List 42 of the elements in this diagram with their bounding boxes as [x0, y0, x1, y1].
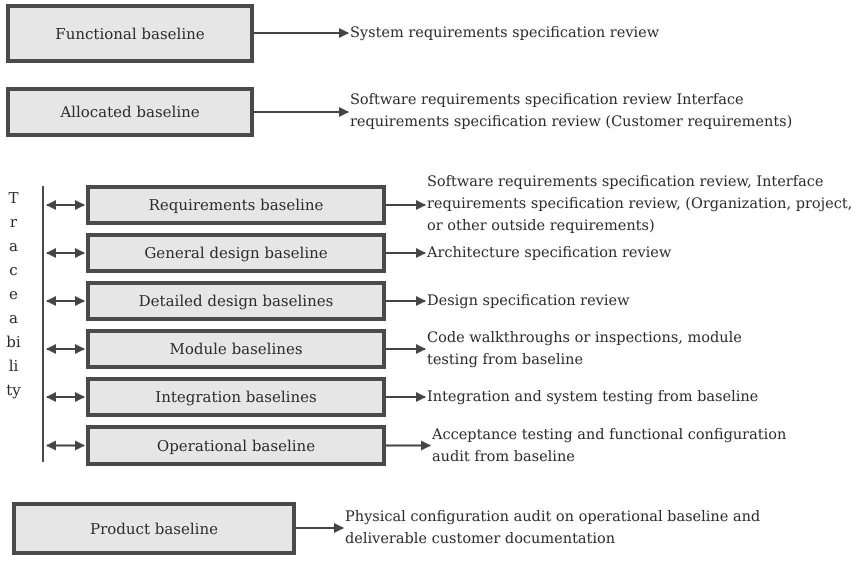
- arrow: [386, 296, 426, 306]
- arrow: [46, 440, 85, 450]
- vertical-label: Traceability: [6, 188, 21, 401]
- review-note: Acceptance testing and functional configuration audit from baseline: [432, 424, 812, 468]
- review-note: Integration and system testing from baseline: [427, 386, 865, 408]
- box-label: Operational baseline: [156, 436, 316, 454]
- baseline-box: [86, 329, 386, 369]
- box-label: Allocated baseline: [60, 103, 200, 121]
- review-note: Code walkthroughs or inspections, module testing from baseline: [427, 327, 767, 371]
- box-label: Requirements baseline: [148, 196, 324, 214]
- review-note: Software requirements specification review Interface requirements specification review (Customer requirements): [350, 78, 810, 144]
- box-label: General design baseline: [144, 244, 328, 262]
- review-note: Design specification review: [427, 290, 857, 312]
- arrow: [296, 523, 344, 533]
- arrow: [46, 296, 85, 306]
- baseline-box: [86, 377, 386, 417]
- box-label: Module baselines: [169, 340, 303, 358]
- arrow: [46, 248, 85, 258]
- baseline-box: [6, 87, 254, 137]
- arrow: [46, 200, 85, 210]
- baseline-box: [86, 281, 386, 321]
- baseline-box: [6, 4, 254, 63]
- review-note: Physical configuration audit on operational baseline and deliverable customer documentation: [345, 506, 845, 550]
- baseline-box: [86, 185, 386, 225]
- arrow: [386, 392, 426, 402]
- arrow: [46, 392, 85, 402]
- arrow: [46, 344, 85, 354]
- arrow: [254, 107, 349, 117]
- baseline-box: [86, 233, 386, 273]
- box-label: Functional baseline: [55, 24, 205, 42]
- arrow: [386, 200, 426, 210]
- arrow: [386, 440, 431, 450]
- baseline-box: [12, 502, 296, 555]
- box-label: Product baseline: [90, 520, 218, 538]
- box-label: Detailed design baselines: [138, 292, 334, 310]
- arrow: [386, 344, 426, 354]
- baseline-box: [86, 425, 386, 466]
- review-note: System requirements specification review: [350, 22, 810, 44]
- box-label: Integration baselines: [155, 388, 317, 406]
- arrow: [386, 248, 426, 258]
- review-note: Architecture specification review: [427, 242, 857, 264]
- arrow: [254, 28, 349, 38]
